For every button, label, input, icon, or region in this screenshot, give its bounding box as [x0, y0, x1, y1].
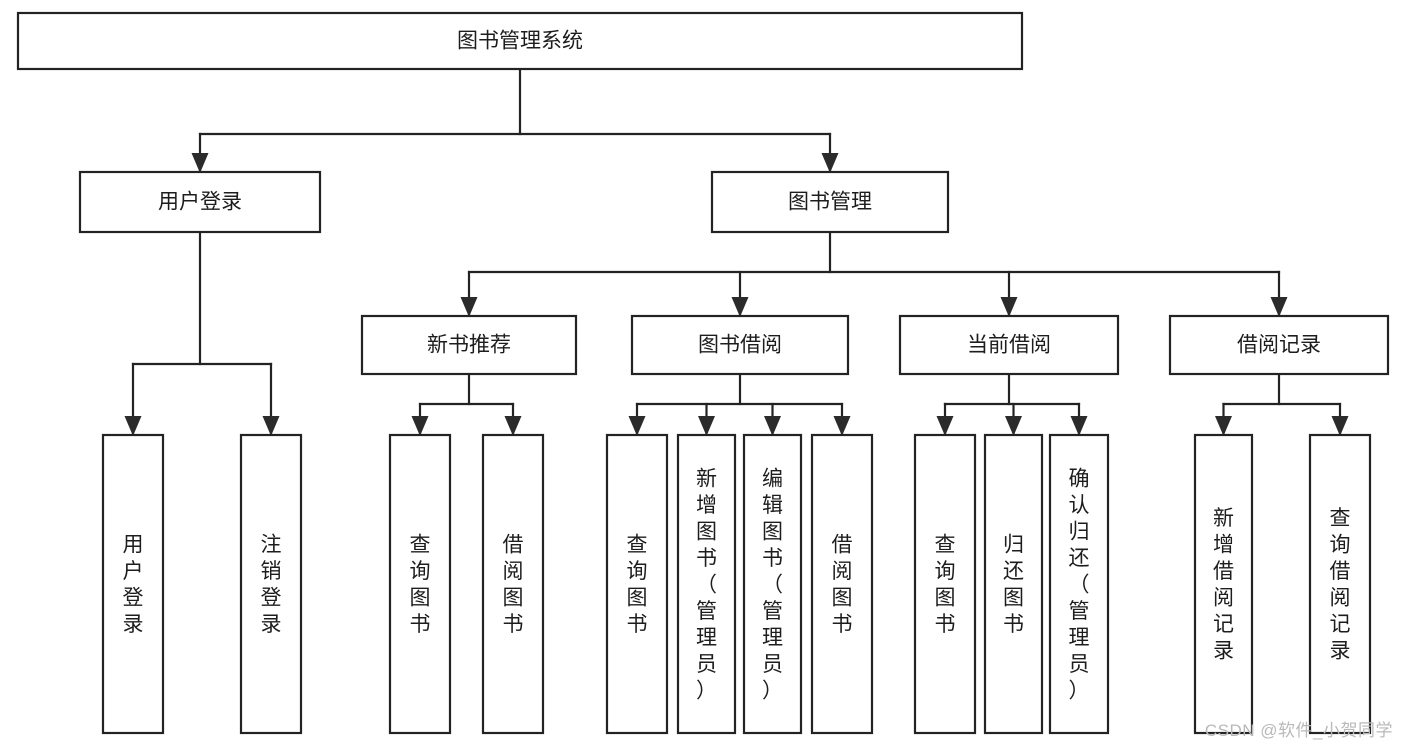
- node-l2_0[interactable]: 用户登录: [78, 170, 322, 234]
- node-leaf_1[interactable]: 注销登录: [239, 433, 303, 735]
- node-box: [16, 11, 1024, 71]
- connectors-layer: [124, 67, 1349, 437]
- node-box: [1308, 433, 1372, 735]
- node-box: [605, 433, 669, 735]
- node-leaf_4[interactable]: 查询图书: [605, 433, 669, 735]
- node-box: [388, 433, 452, 735]
- node-leaf_3[interactable]: 借阅图书: [481, 433, 545, 735]
- node-leaf_6[interactable]: 编辑图书（管理员）: [742, 433, 803, 735]
- arrow-head-icon: [460, 297, 478, 317]
- node-box: [742, 433, 803, 735]
- arrow-head-icon: [936, 416, 954, 436]
- node-label: 注销登录: [261, 534, 282, 637]
- node-label: 借阅记录: [1237, 334, 1321, 357]
- node-leaf_11[interactable]: 新增借阅记录: [1193, 433, 1254, 735]
- arrow-head-icon: [262, 416, 280, 436]
- node-box: [1048, 433, 1110, 735]
- node-label: 查询图书: [627, 534, 648, 637]
- arrow-head-icon: [1331, 416, 1349, 436]
- arrow-head-icon: [124, 416, 142, 436]
- node-l3_0[interactable]: 新书推荐: [360, 314, 578, 376]
- arrow-head-icon: [1215, 416, 1232, 436]
- arrow-head-icon: [833, 416, 851, 436]
- node-label: 编辑图书（管理员）: [762, 467, 783, 702]
- node-l3_1[interactable]: 图书借阅: [630, 314, 850, 376]
- node-label: 图书管理系统: [457, 30, 583, 53]
- node-label: 图书借阅: [698, 334, 782, 357]
- node-label: 归还图书: [1003, 534, 1024, 637]
- node-box: [710, 170, 950, 234]
- node-leaf_12[interactable]: 查询借阅记录: [1308, 433, 1372, 735]
- arrow-head-icon: [628, 416, 646, 436]
- node-label: 当前借阅: [967, 334, 1051, 357]
- node-label: 借阅图书: [503, 534, 524, 637]
- node-leaf_0[interactable]: 用户登录: [101, 433, 165, 735]
- nodes-layer: 图书管理系统用户登录图书管理新书推荐图书借阅当前借阅借阅记录用户登录注销登录查询…: [16, 11, 1390, 735]
- arrow-head-icon: [764, 416, 781, 436]
- node-box: [481, 433, 545, 735]
- node-leaf_7[interactable]: 借阅图书: [810, 433, 874, 735]
- node-box: [78, 170, 322, 234]
- node-label: 确认归还（管理员）: [1069, 467, 1090, 702]
- node-box: [239, 433, 303, 735]
- node-leaf_2[interactable]: 查询图书: [388, 433, 452, 735]
- arrow-head-icon: [411, 416, 429, 436]
- arrow-head-icon: [698, 416, 715, 436]
- arrow-head-icon: [1270, 297, 1288, 317]
- node-label: 借阅图书: [832, 534, 853, 637]
- node-label: 查询图书: [410, 534, 431, 637]
- node-box: [898, 314, 1120, 376]
- arrow-head-icon: [821, 153, 839, 173]
- node-label: 图书管理: [788, 191, 872, 214]
- arrow-head-icon: [191, 153, 209, 173]
- arrow-head-icon: [504, 416, 522, 436]
- node-label: 新增图书（管理员）: [696, 467, 717, 702]
- node-box: [101, 433, 165, 735]
- node-label: 用户登录: [158, 191, 242, 214]
- node-leaf_5[interactable]: 新增图书（管理员）: [676, 433, 737, 735]
- node-leaf_10[interactable]: 确认归还（管理员）: [1048, 433, 1110, 735]
- node-box: [810, 433, 874, 735]
- node-leaf_9[interactable]: 归还图书: [983, 433, 1044, 735]
- arrow-head-icon: [1000, 297, 1018, 317]
- node-label: 查询借阅记录: [1330, 507, 1351, 663]
- node-leaf_8[interactable]: 查询图书: [913, 433, 977, 735]
- node-box: [1193, 433, 1254, 735]
- node-label: 用户登录: [123, 534, 144, 637]
- node-root[interactable]: 图书管理系统: [16, 11, 1024, 71]
- node-box: [913, 433, 977, 735]
- node-l2_1[interactable]: 图书管理: [710, 170, 950, 234]
- node-l3_3[interactable]: 借阅记录: [1168, 314, 1390, 376]
- node-box: [630, 314, 850, 376]
- arrow-head-icon: [731, 297, 749, 317]
- node-label: 新书推荐: [427, 334, 511, 357]
- arrow-head-icon: [1070, 416, 1088, 436]
- node-box: [1168, 314, 1390, 376]
- node-box: [360, 314, 578, 376]
- node-l3_2[interactable]: 当前借阅: [898, 314, 1120, 376]
- node-box: [676, 433, 737, 735]
- node-label: 新增借阅记录: [1213, 507, 1234, 663]
- arrow-head-icon: [1005, 416, 1022, 436]
- node-box: [983, 433, 1044, 735]
- node-label: 查询图书: [935, 534, 956, 637]
